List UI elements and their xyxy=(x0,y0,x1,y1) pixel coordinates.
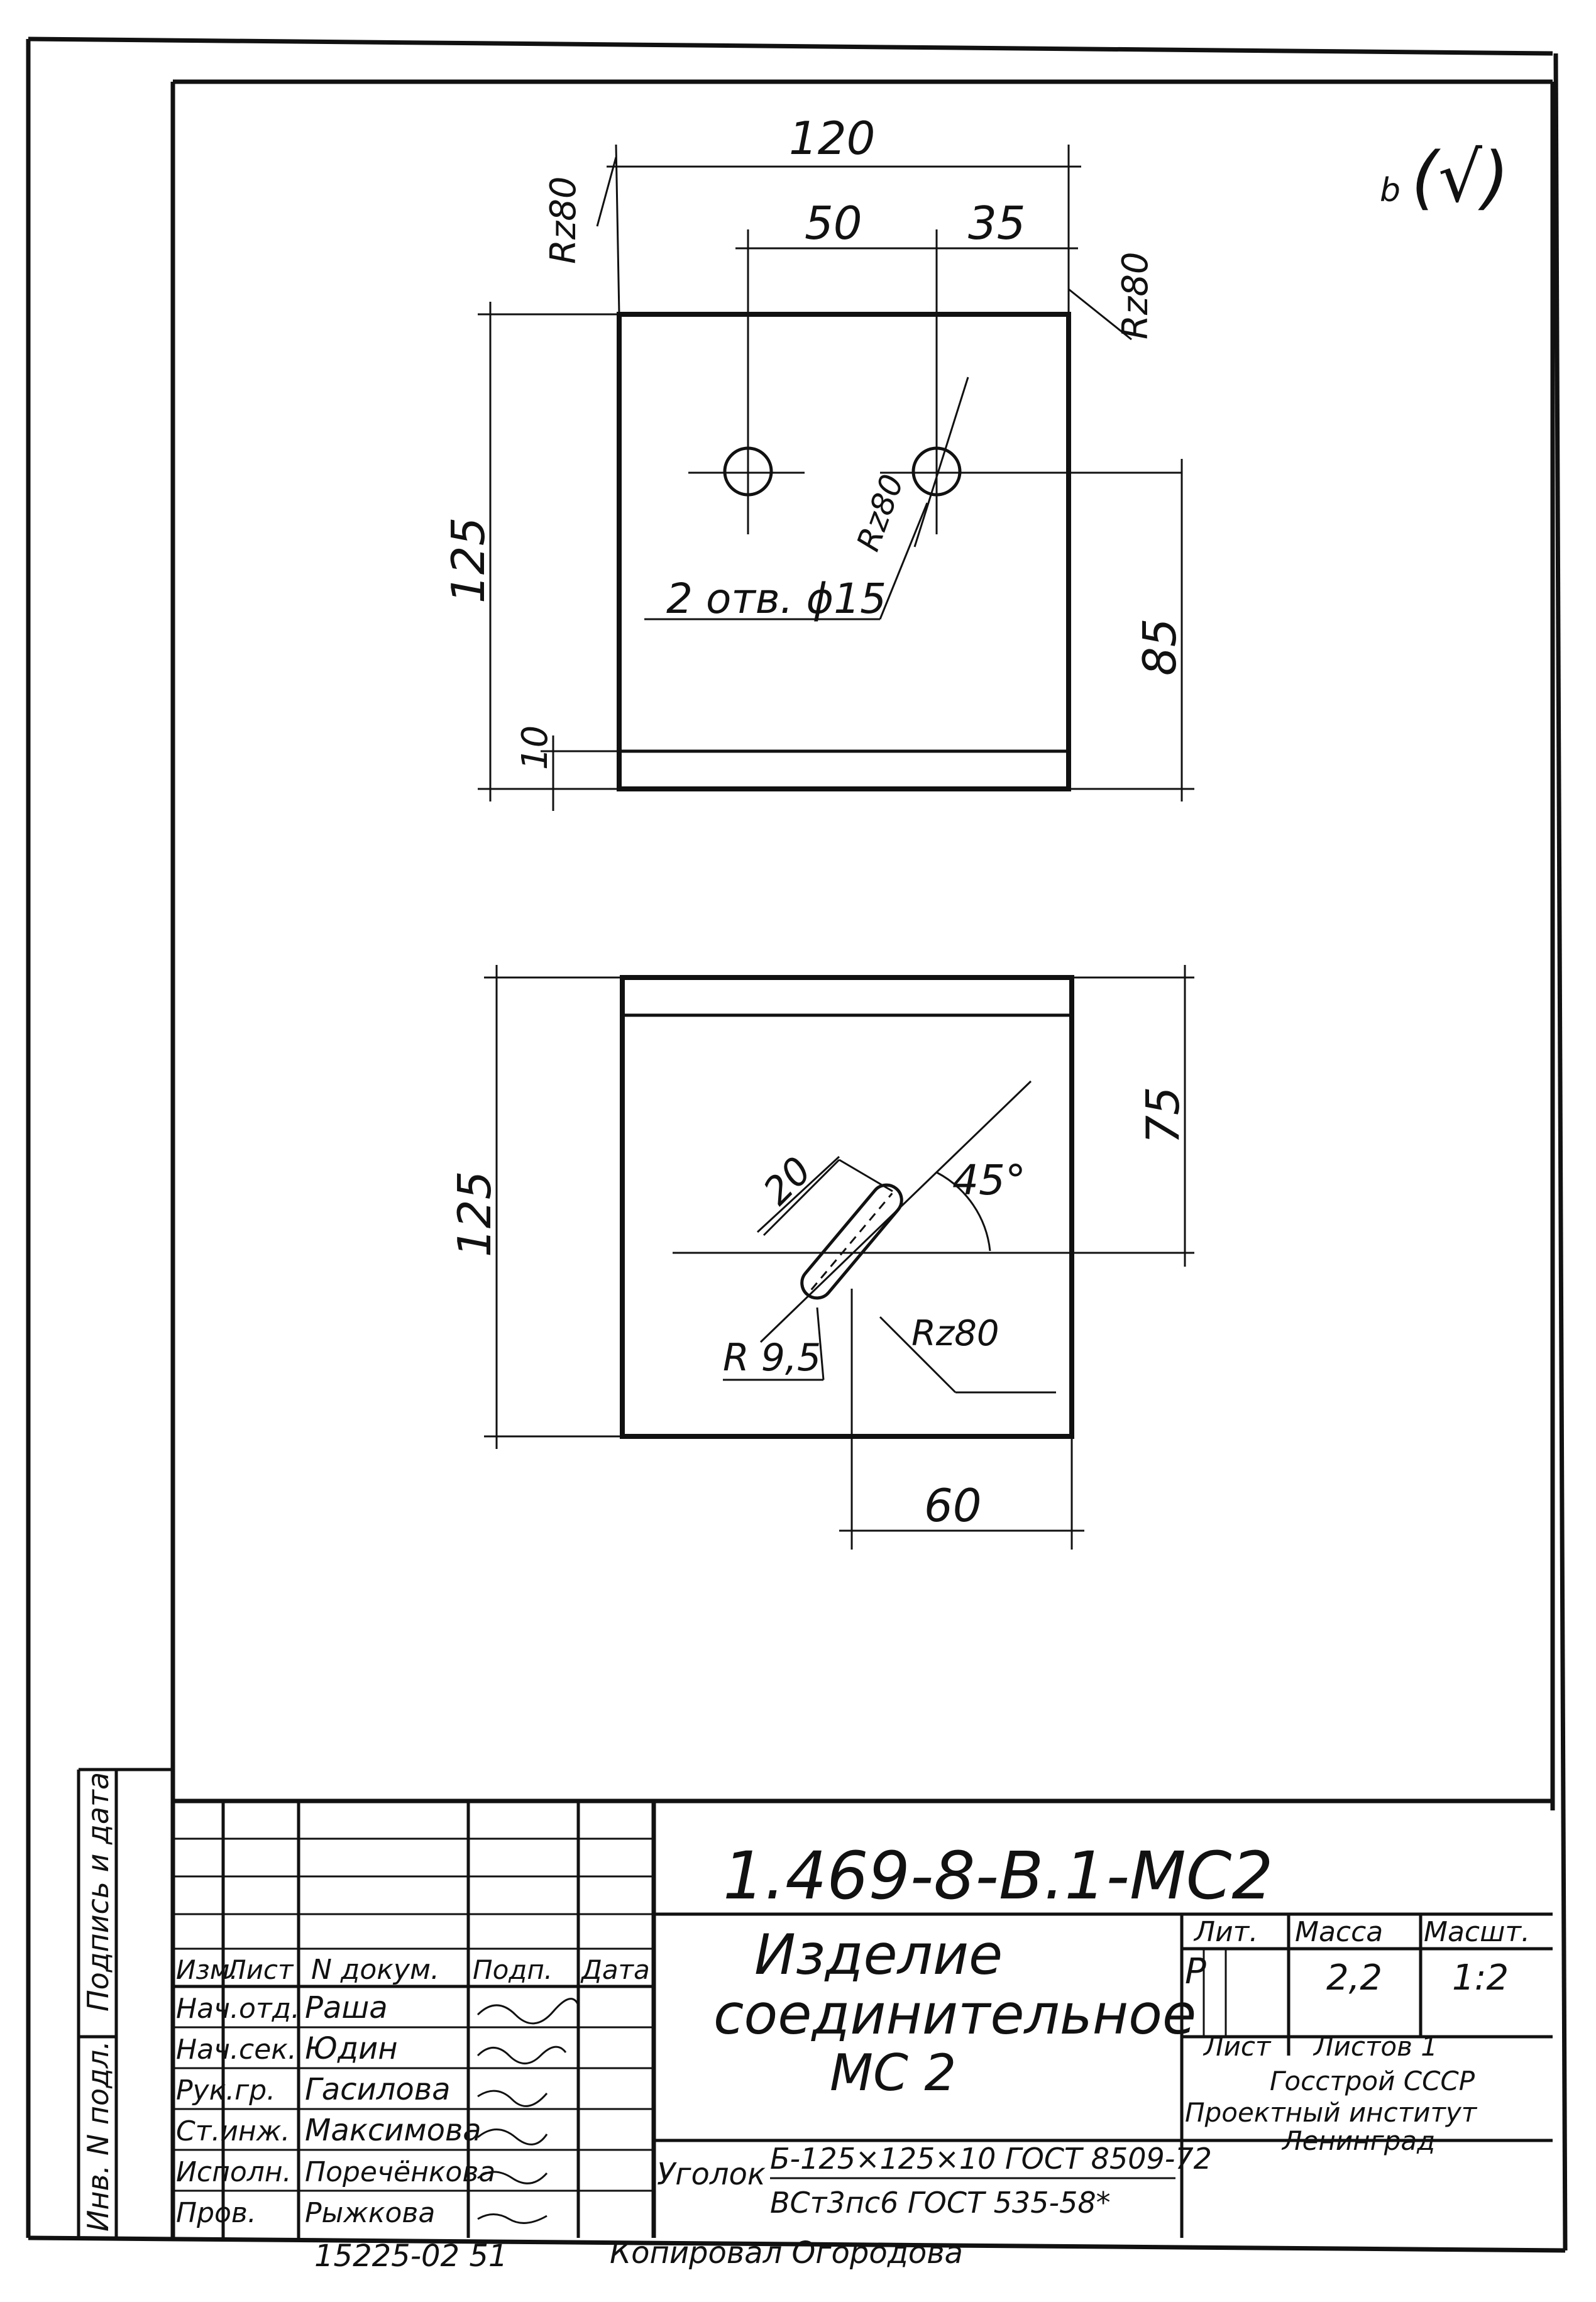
col-list: Лист xyxy=(225,1954,294,1985)
row-role-4: Ст.инж. xyxy=(176,2115,290,2147)
col-ndok: N докум. xyxy=(311,1954,439,1986)
side-label-inventory: Инв. N подл. xyxy=(81,2040,115,2232)
dim-hole-edge-35: 35 xyxy=(968,197,1026,250)
roughness-rz80-bottom: Rz80 xyxy=(911,1313,999,1354)
lit-value: Р xyxy=(1185,1951,1206,1992)
material-label: Уголок xyxy=(657,2157,766,2192)
footer-copied: Копировал Огородова xyxy=(610,2235,963,2271)
row-name-3: Гасилова xyxy=(305,2072,451,2107)
dim-bottom-height-125: 125 xyxy=(448,1171,501,1257)
row-role-3: Рук.гр. xyxy=(176,2074,275,2106)
hdr-masshtab: Масшт. xyxy=(1424,1916,1530,1948)
svg-text:b: b xyxy=(1380,172,1401,209)
roughness-rz80-a: Rz80 xyxy=(543,176,584,264)
bottom-view-outline xyxy=(620,975,1074,1439)
row-role-2: Нач.сек. xyxy=(176,2034,297,2066)
hdr-sheets: Листов 1 xyxy=(1313,2031,1438,2062)
massa-value: 2,2 xyxy=(1326,1958,1382,1998)
row-role-6: Пров. xyxy=(176,2197,256,2229)
hdr-massa: Масса xyxy=(1295,1916,1383,1948)
side-label-signature: Подпись и дата xyxy=(81,1772,115,2012)
holes-note: 2 отв. ϕ15 xyxy=(666,575,886,623)
title-block: Подпись и дата Инв. N подл. Изм. Лист N … xyxy=(77,1768,1553,2274)
row-name-4: Максимова xyxy=(305,2113,482,2148)
top-view: 120 50 35 Rz80 Rz80 Rz80 2 отв. ϕ15 125 … xyxy=(442,112,1194,811)
product-name-1: Изделие xyxy=(754,1922,1003,1987)
row-name-2: Юдин xyxy=(305,2031,398,2066)
org-line-3: Ленинград xyxy=(1281,2125,1435,2156)
dim-height-125: 125 xyxy=(442,517,495,603)
bottom-view: 45° 20 R 9,5 Rz80 125 75 60 xyxy=(448,965,1194,1550)
sheet-frame xyxy=(26,36,1568,2253)
row-role-1: Нач.отд. xyxy=(176,1993,300,2025)
surface-mark-symbol: (√) xyxy=(1411,137,1509,218)
doc-number: 1.469-8-В.1-МС2 xyxy=(723,1837,1274,1914)
row-name-6: Рыжкова xyxy=(305,2197,435,2229)
slot xyxy=(800,1183,903,1300)
dim-flange-10: 10 xyxy=(515,725,556,770)
row-role-5: Исполн. xyxy=(176,2156,292,2188)
top-view-outline xyxy=(617,312,1071,791)
dim-slot-width-20: 20 xyxy=(755,1148,820,1213)
col-izm: Изм. xyxy=(176,1954,238,1985)
product-name-3: МС 2 xyxy=(830,2044,956,2102)
dim-hole-height-85: 85 xyxy=(1133,618,1186,676)
product-name-2: соединительное xyxy=(713,1982,1196,2047)
surface-finish-mark: b (√) xyxy=(1380,137,1509,218)
dim-angle-45: 45° xyxy=(952,1156,1026,1204)
footer-number: 15225-02 51 xyxy=(314,2239,507,2274)
dim-slot-offset-60: 60 xyxy=(924,1479,982,1532)
org-line-2: Проектный институт xyxy=(1185,2097,1478,2128)
signatures xyxy=(476,1998,580,2224)
roughness-rz80-c: Rz80 xyxy=(850,470,911,556)
material-line-1: Б-125×125×10 ГОСТ 8509-72 xyxy=(770,2142,1212,2176)
col-data: Дата xyxy=(580,1954,650,1985)
roughness-rz80-b: Rz80 xyxy=(1115,251,1156,339)
row-name-5: Поречёнкова xyxy=(305,2156,495,2188)
col-podp: Подп. xyxy=(473,1954,553,1985)
dim-slot-height-75: 75 xyxy=(1136,1086,1189,1144)
row-name-1: Раша xyxy=(305,1990,388,2025)
hdr-sheet: Лист xyxy=(1203,2031,1272,2062)
dim-hole-spacing-50: 50 xyxy=(805,197,862,250)
masshtab-value: 1:2 xyxy=(1452,1958,1509,1998)
org-line-1: Госстрой СССР xyxy=(1270,2066,1475,2096)
material-line-2: ВСт3пс6 ГОСТ 535-58* xyxy=(770,2186,1111,2220)
dim-slot-radius: R 9,5 xyxy=(723,1336,821,1380)
dim-width-120: 120 xyxy=(789,112,875,165)
hdr-lit: Лит. xyxy=(1193,1916,1258,1948)
